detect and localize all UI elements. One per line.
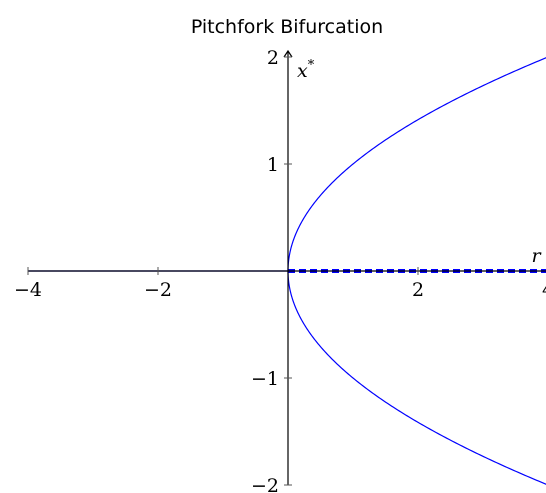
y-axis-arrow [283,49,293,58]
y-tick-label: 2 [267,47,279,69]
y-tick-label: 1 [267,154,279,176]
y-axis-label: x* [297,58,315,82]
x-tick-label: 2 [412,279,424,301]
y-tick-label: −2 [251,475,279,493]
series-line-2 [287,57,546,272]
axes-group [28,49,546,485]
x-tick-label: −4 [14,279,42,301]
y-axis-label-superscript: * [308,58,315,73]
x-tick-label: −2 [144,279,172,301]
x-axis-label-text: r [531,245,542,267]
y-axis-label-symbol: x [297,60,308,82]
ticks-group: −4 −2 2 4 −2 −1 1 2 [14,47,546,493]
x-axis-label: r [531,245,542,267]
y-tick-label: −1 [251,368,279,390]
series-line-3 [287,270,546,485]
chart-title: Pitchfork Bifurcation [191,16,383,38]
x-tick-label: 4 [542,279,546,301]
